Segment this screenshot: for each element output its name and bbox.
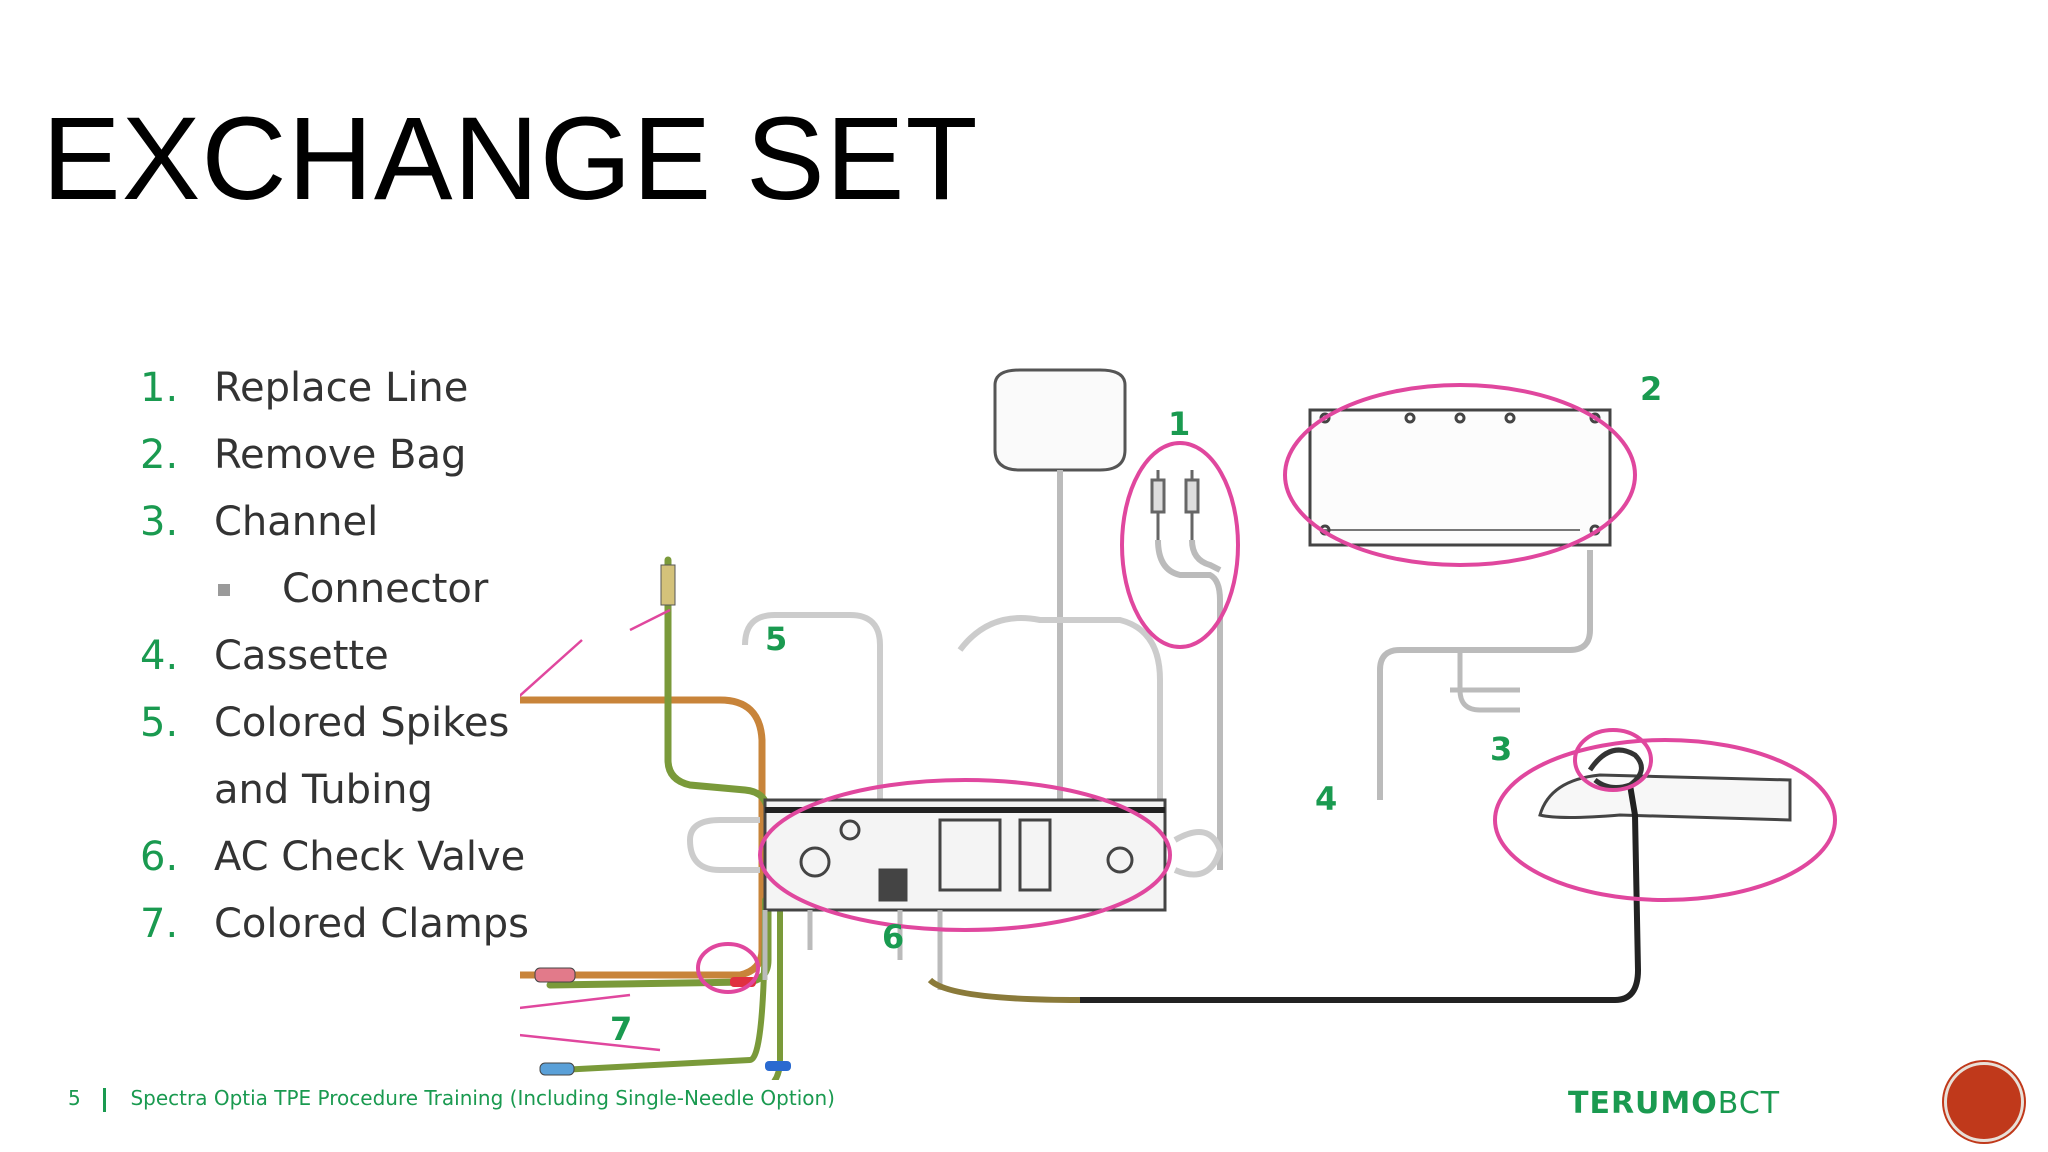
decorative-circle-badge [1944, 1062, 2024, 1142]
course-title: Spectra Optia TPE Procedure Training (In… [130, 1086, 835, 1110]
brand-light: BCT [1717, 1086, 1781, 1121]
highlight-ellipses [696, 383, 1837, 994]
legend-label: Cassette [214, 633, 389, 679]
remove-bag [1308, 408, 1612, 800]
highlight-ac-check-valve [696, 942, 760, 994]
legend-item: 4. Cassette [140, 623, 529, 690]
legend-sub-label: Connector [282, 566, 489, 612]
legend-item: 5. Colored Spikes [140, 690, 529, 757]
legend-item: 2. Remove Bag [140, 422, 529, 489]
legend-number: 5. [140, 700, 179, 746]
cassette [687, 612, 1224, 990]
square-bullet-icon [218, 584, 230, 596]
legend-label: Colored Spikes [214, 700, 510, 746]
legend-label: AC Check Valve [214, 834, 526, 880]
callout-7: 7 [610, 1010, 632, 1048]
legend-list: 1. Replace Line 2. Remove Bag 3. Channel Co… [140, 355, 529, 958]
legend-continuation: and Tubing [140, 757, 529, 824]
highlight-remove-bag [1283, 383, 1637, 567]
callout-5: 5 [765, 620, 787, 658]
legend-label: Colored Clamps [214, 901, 530, 947]
callout-1: 1 [1168, 405, 1190, 443]
callout-numbers: 1 2 3 4 5 6 7 [610, 370, 1662, 1048]
highlight-replace-line [1120, 441, 1240, 649]
legend-number: 1. [140, 365, 179, 411]
page-number: 5 [68, 1086, 81, 1110]
legend-label: Remove Bag [214, 432, 467, 478]
exchange-set-diagram: 1 2 3 4 5 6 7 [520, 368, 1837, 1080]
legend-continuation-label: and Tubing [214, 767, 433, 813]
legend-number: 7. [140, 901, 179, 947]
legend-item: 6. AC Check Valve [140, 824, 529, 891]
brand-bold: TERUMO [1568, 1086, 1718, 1121]
legend-item: 1. Replace Line [140, 355, 529, 422]
channel [927, 687, 1792, 1003]
legend-item: 7. Colored Clamps [140, 891, 529, 958]
legend-number: 2. [140, 432, 179, 478]
slide-footer: 5 Spectra Optia TPE Procedure Training (… [68, 1086, 835, 1112]
orange-spike-tubing [520, 696, 766, 979]
legend-number: 6. [140, 834, 179, 880]
highlight-cassette [758, 778, 1172, 932]
legend-item: 3. Channel [140, 489, 529, 556]
replace-bag [993, 368, 1127, 840]
highlight-channel [1493, 738, 1837, 902]
footer-separator [103, 1087, 107, 1112]
brand-logo: TERUMOBCT [1568, 1086, 1780, 1121]
callout-3: 3 [1490, 730, 1512, 768]
slide-title: EXCHANGE SET [42, 93, 979, 225]
legend-number: 3. [140, 499, 179, 545]
callout-2: 2 [1640, 370, 1662, 408]
legend-label: Channel [214, 499, 379, 545]
legend-label: Replace Line [214, 365, 469, 411]
legend-number: 4. [140, 633, 179, 679]
highlight-channel-connector [1573, 728, 1653, 792]
callout-6: 6 [882, 918, 904, 956]
callout-pointers [520, 608, 671, 1052]
replace-line-spikes [1150, 470, 1223, 870]
legend-subitem: Connector [140, 556, 529, 623]
callout-4: 4 [1315, 780, 1337, 818]
